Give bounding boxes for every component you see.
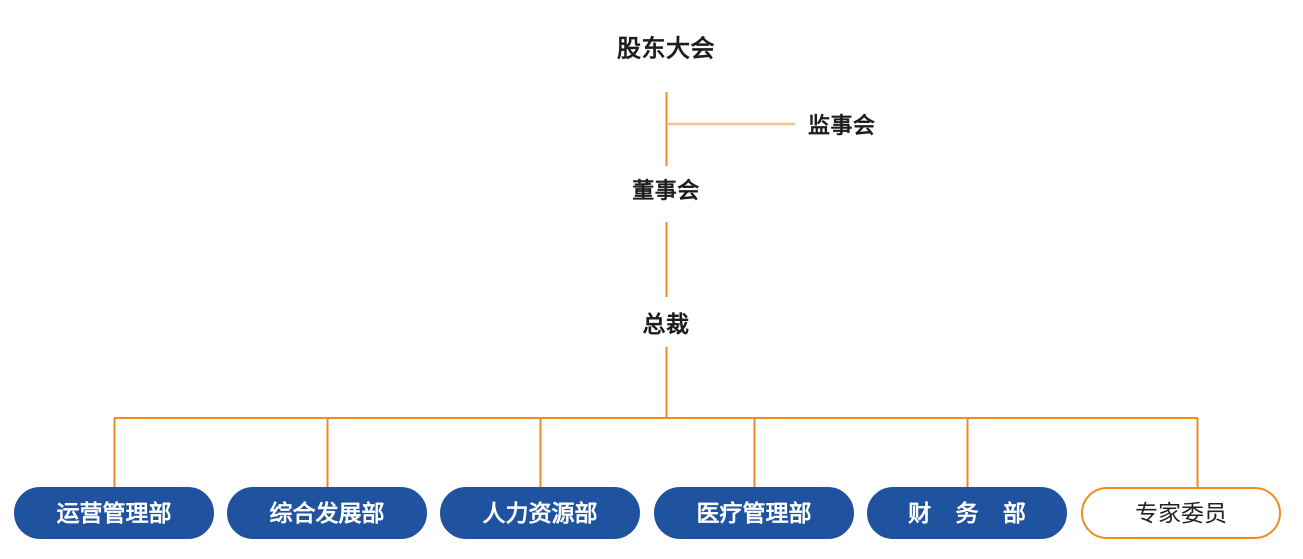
dept-comprehensive-development[interactable]: 综合发展部 [227, 487, 427, 539]
dept-medical-management[interactable]: 医疗管理部 [654, 487, 854, 539]
node-board-of-supervisors: 监事会 [808, 113, 876, 138]
node-president: 总裁 [642, 311, 690, 337]
dept-label: 运营管理部 [56, 499, 172, 526]
dept-expert-committee[interactable]: 专家委员 [1081, 487, 1281, 539]
dept-label: 综合发展部 [269, 499, 385, 526]
dept-label: 人力资源部 [482, 499, 598, 526]
dept-human-resources[interactable]: 人力资源部 [440, 487, 640, 539]
dept-finance[interactable]: 财 务 部 [867, 487, 1067, 539]
dept-operations-management[interactable]: 运营管理部 [14, 487, 214, 539]
dept-label: 医疗管理部 [696, 499, 812, 526]
dept-label: 财 务 部 [908, 499, 1035, 526]
node-board-of-directors: 董事会 [632, 178, 700, 203]
dept-label: 专家委员 [1135, 499, 1227, 526]
node-shareholders-meeting: 股东大会 [617, 35, 715, 63]
